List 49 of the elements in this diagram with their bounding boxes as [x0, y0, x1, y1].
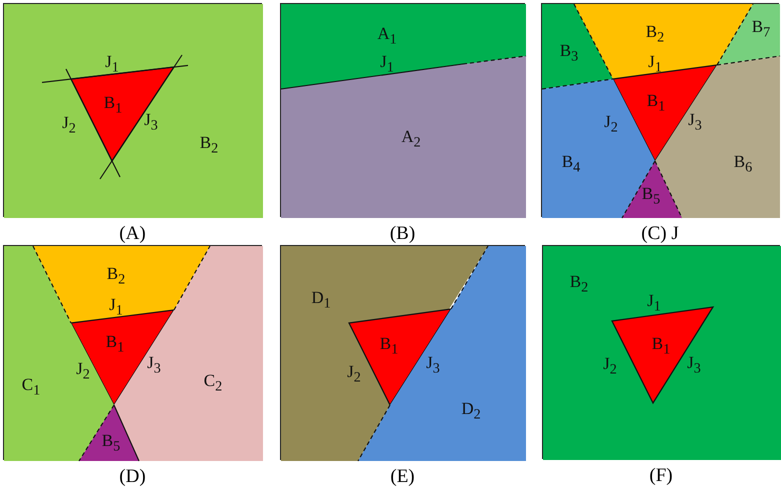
colored-region	[542, 4, 613, 89]
region-label: C$_{2}$	[204, 372, 222, 394]
region-label: B$_{7}$	[752, 18, 770, 40]
line-label: J$_{1}$	[648, 53, 662, 75]
colored-region	[281, 4, 526, 89]
line-label: J$_{1}$	[380, 53, 394, 75]
region-label: B$_{1}$	[646, 92, 666, 114]
line-label: J$_{1}$	[105, 53, 119, 75]
colored-region	[281, 56, 526, 218]
colored-region	[358, 246, 526, 461]
panel-caption: (E)	[390, 467, 415, 486]
triangle-region	[349, 309, 451, 405]
region-label: B$_{1}$	[652, 335, 670, 357]
line-label: J$_{2}$	[604, 113, 618, 135]
region-label: C$_{1}$	[22, 376, 40, 398]
panel-caption: (B)	[390, 224, 416, 243]
line-label: J$_{2}$	[62, 114, 76, 136]
panel-caption: (A)	[119, 224, 146, 243]
region-label: D$_{2}$	[461, 400, 481, 422]
region-label: B$_{1}$	[104, 94, 122, 116]
region-label: B$_{1}$	[106, 333, 124, 355]
line-label: J$_{2}$	[347, 363, 361, 385]
panel-caption: (D)	[119, 467, 146, 486]
region-label: B$_{1}$	[380, 335, 398, 357]
region-label: B$_{5}$	[102, 432, 120, 454]
colored-region	[717, 4, 780, 65]
line-label: J$_{2}$	[603, 355, 617, 377]
line-label: J$_{2}$	[76, 360, 90, 382]
region-label: B$_{5}$	[642, 185, 660, 207]
region-label: B$_{6}$	[734, 153, 752, 175]
region-label: B$_{2}$	[200, 134, 218, 156]
line-label: J$_{1}$	[647, 292, 661, 314]
region-label: B$_{2}$	[570, 273, 588, 295]
region-label: B$_{2}$	[106, 265, 126, 287]
region-label: B$_{3}$	[560, 42, 578, 64]
colored-region	[33, 246, 210, 323]
region-label: B$_{2}$	[646, 23, 664, 45]
line-label: J$_{1}$	[109, 296, 123, 318]
line-label: J$_{3}$	[426, 354, 440, 376]
region-label: B$_{4}$	[562, 153, 580, 175]
region-label: D$_{1}$	[311, 289, 331, 311]
line-label: J$_{3}$	[144, 111, 158, 133]
line-label: J$_{3}$	[688, 111, 702, 133]
region-label: A$_{1}$	[377, 25, 397, 47]
region-label: A$_{2}$	[401, 128, 421, 150]
panel-caption: (F)	[649, 466, 673, 485]
panel-caption: (C) J	[641, 224, 679, 243]
line-label: J$_{3}$	[687, 354, 701, 376]
line-label: J$_{3}$	[147, 354, 161, 376]
